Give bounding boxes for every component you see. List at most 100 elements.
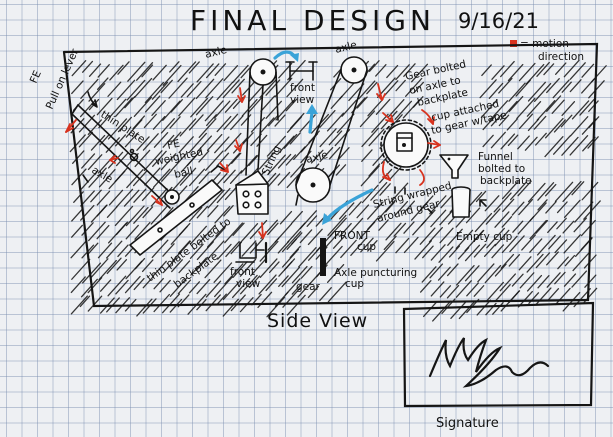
hatch-stroke (420, 209, 436, 226)
hatch-stroke (582, 136, 596, 152)
hatch-stroke (562, 220, 575, 234)
hatch-stroke (335, 164, 347, 176)
hatch-stroke (189, 225, 208, 245)
hatch-stroke (588, 100, 599, 113)
hatch-stroke (467, 191, 483, 209)
hatch-stroke (518, 256, 532, 271)
hatch-stroke (473, 285, 485, 297)
hatch-stroke (177, 294, 190, 308)
belt-pulley-system (295, 56, 368, 206)
hatch-stroke (563, 59, 580, 78)
hatch-stroke (70, 118, 85, 134)
hatch-stroke (169, 277, 188, 297)
hatch-stroke (144, 81, 164, 104)
hatch-stroke (188, 168, 206, 187)
hatch-stroke (498, 77, 513, 94)
hatch-stroke (143, 113, 157, 129)
hatch-stroke (136, 298, 153, 317)
hatch-stroke (432, 300, 452, 322)
large-gear-with-cup (380, 119, 432, 171)
hatch-stroke (367, 201, 384, 220)
hatch-stroke (82, 262, 102, 284)
hatch-stroke (588, 80, 605, 99)
hatch-stroke (319, 287, 332, 302)
hatch-stroke (430, 281, 445, 297)
legend-direction: direction (538, 51, 584, 63)
hatch-stroke (224, 222, 244, 244)
string-line (257, 84, 264, 171)
hatch-stroke (339, 82, 355, 100)
hatch-stroke (327, 281, 347, 303)
hatch-stroke (96, 204, 108, 217)
hatch-stroke (546, 251, 559, 266)
hatch-stroke (482, 134, 494, 148)
hatch-stroke (389, 182, 409, 204)
hatch-stroke (70, 240, 87, 259)
hatch-stroke (500, 60, 515, 78)
hatch-stroke (241, 240, 257, 257)
hatch-stroke (429, 195, 447, 215)
funnel (439, 154, 469, 179)
hatch-stroke (484, 264, 502, 284)
hatch-stroke (402, 200, 416, 215)
hatch-stroke (361, 149, 373, 162)
hatch-stroke (554, 271, 566, 285)
hatch-stroke (359, 110, 376, 128)
hatch-stroke (319, 110, 336, 128)
hatch-stroke (249, 219, 268, 240)
hatch-stroke (188, 281, 201, 294)
hatch-stroke (229, 170, 243, 185)
hatch-stroke (547, 288, 560, 302)
hatch-stroke (492, 302, 504, 315)
hatch-stroke (574, 201, 594, 223)
hatch-stroke (422, 245, 434, 259)
hatch-stroke (205, 78, 224, 99)
hatch-stroke (419, 195, 434, 211)
hatch-stroke (109, 98, 127, 118)
hatch-stroke (394, 200, 409, 216)
hatch-stroke (283, 258, 296, 271)
hatch-stroke (214, 276, 234, 298)
hatch-stroke (71, 258, 91, 280)
hatch-stroke (491, 244, 505, 259)
hatch-stroke (277, 240, 290, 254)
hatch-stroke (88, 83, 106, 102)
page-title: FINAL DESIGN (190, 4, 435, 37)
hatch-stroke (151, 81, 169, 100)
hatch-stroke (511, 273, 524, 287)
hatch-stroke (205, 294, 221, 312)
hatch-stroke (499, 100, 518, 121)
hatch-stroke (97, 242, 113, 259)
hatch-stroke (490, 113, 503, 127)
hatch-stroke (96, 224, 110, 240)
hatch-stroke (516, 97, 536, 120)
hatch-stroke (527, 81, 547, 102)
hatch-stroke (268, 114, 279, 127)
hatch-stroke (367, 240, 378, 252)
hatch-stroke (306, 215, 318, 227)
hatch-stroke (124, 275, 141, 294)
hatch-stroke (133, 96, 153, 118)
hatch-stroke (526, 274, 543, 292)
hatch-stroke (239, 297, 254, 313)
hatch-stroke (546, 95, 562, 112)
hatch-stroke (178, 97, 196, 117)
hatch-stroke (325, 245, 343, 266)
label-funnel-3: backplate (480, 175, 532, 187)
hatch-stroke (562, 180, 582, 203)
front-view-cup-left (235, 241, 268, 264)
hatch-stroke (132, 170, 148, 187)
hatch-stroke (153, 277, 164, 290)
hatch-stroke (564, 254, 576, 267)
label-front-view-left-1: front (230, 266, 255, 278)
hatch-stroke (307, 285, 320, 299)
hatch-stroke (491, 65, 505, 80)
hatch-stroke (464, 265, 480, 282)
hatch-stroke (544, 136, 564, 158)
hatch-stroke (195, 96, 214, 116)
hatch-stroke (190, 97, 209, 118)
hatch-stroke (126, 169, 144, 189)
hatch-stroke (327, 264, 345, 283)
hatch-stroke (96, 97, 113, 116)
hatch-stroke (361, 184, 379, 204)
